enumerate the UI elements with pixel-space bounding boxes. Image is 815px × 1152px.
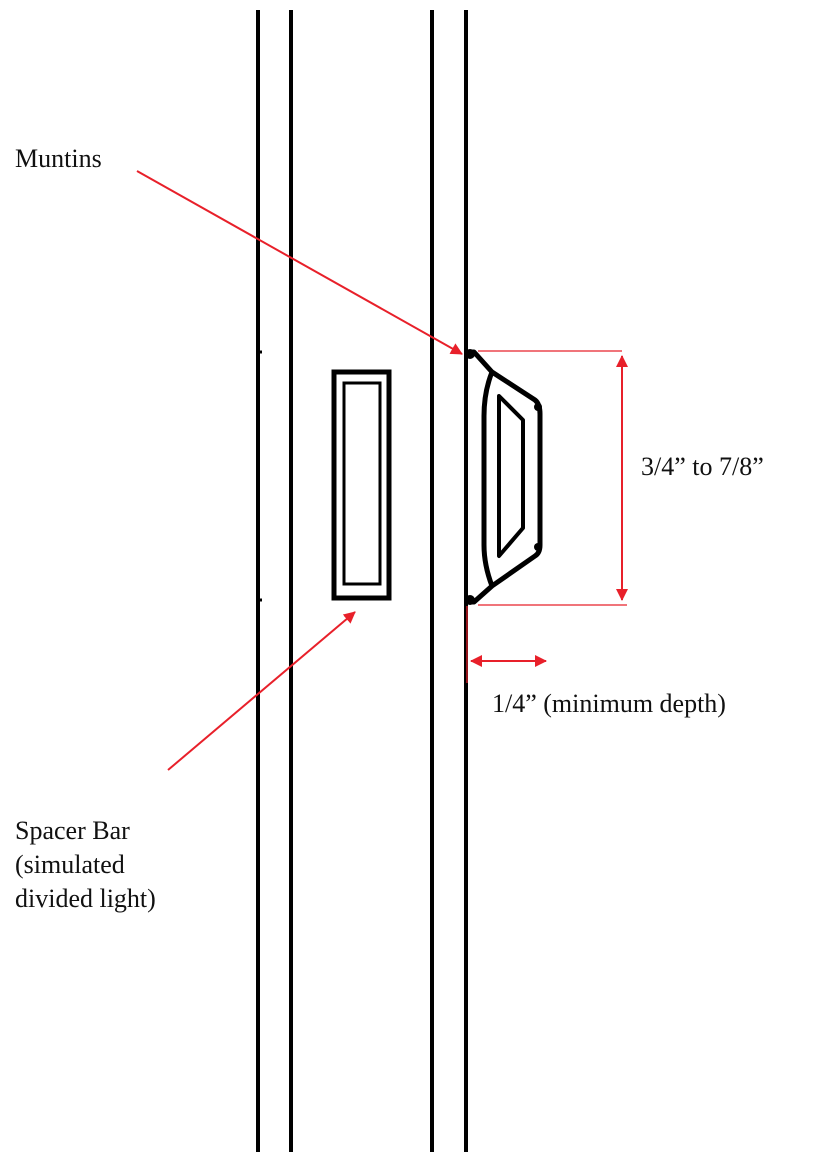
spacer-bar-leader-arrow bbox=[167, 611, 356, 771]
muntins-leader-arrow bbox=[136, 170, 463, 355]
inner-glass-pane bbox=[256, 10, 293, 1152]
outer-glass-pane bbox=[430, 10, 468, 1152]
height-dimension bbox=[478, 350, 628, 606]
spacer-bar-label-line-1: Spacer Bar bbox=[15, 816, 130, 845]
spacer-bar bbox=[331, 369, 392, 601]
spacer-bar-label-line-3: divided light) bbox=[15, 884, 156, 913]
depth-dimension bbox=[466, 606, 547, 683]
spacer-bar-label-line-2: (simulated bbox=[15, 850, 125, 879]
height-range-label: 3/4” to 7/8” bbox=[641, 452, 764, 481]
muntins-label: Muntins bbox=[15, 144, 102, 173]
min-depth-label: 1/4” (minimum depth) bbox=[492, 689, 726, 718]
exterior-muntin bbox=[465, 349, 543, 605]
